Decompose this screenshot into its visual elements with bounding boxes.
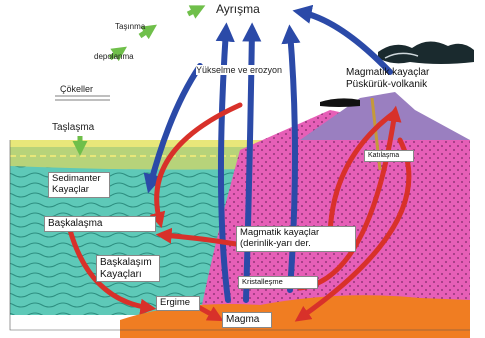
- label-lithification: Taşlaşma: [52, 122, 94, 134]
- sediment-level-lines: [55, 96, 110, 100]
- label-sediments: Çökeller: [60, 84, 93, 94]
- box-magma: Magma: [222, 312, 272, 328]
- igneous-volcanic-line2: Püskürük-volkanik: [346, 79, 429, 91]
- metamorphic-line1: Başkalaşım: [100, 257, 156, 269]
- box-solidification: Katılaşma: [364, 150, 414, 162]
- box-sedimentary-rocks: Sedimanter Kayaçlar: [48, 172, 110, 198]
- box-crystallization: Kristalleşme: [238, 276, 318, 289]
- box-metamorphism: Başkalaşma: [44, 216, 156, 232]
- igneous-volcanic-line1: Magmatik kayaçlar: [346, 67, 429, 79]
- box-melting: Ergime: [156, 296, 200, 311]
- label-transport: Taşınma: [115, 22, 145, 31]
- box-igneous-plutonic: Magmatik kayaçlar (derinlik-yarı der.: [236, 226, 356, 252]
- label-deposition: depolanma: [94, 52, 134, 61]
- box-metamorphic-rocks: Başkalaşım Kayaçları: [96, 255, 160, 282]
- label-uplift-erosion: Yükselme ve erozyon: [196, 65, 282, 75]
- igneous-plutonic-line2: (derinlik-yarı der.: [240, 239, 352, 250]
- box-igneous-volcanic: Magmatik kayaçlar Püskürük-volkanik: [343, 66, 432, 91]
- metamorphic-line2: Kayaçları: [100, 269, 156, 281]
- sedimentary-line2: Kayaçlar: [52, 185, 106, 196]
- label-weathering: Ayrışma: [216, 3, 260, 17]
